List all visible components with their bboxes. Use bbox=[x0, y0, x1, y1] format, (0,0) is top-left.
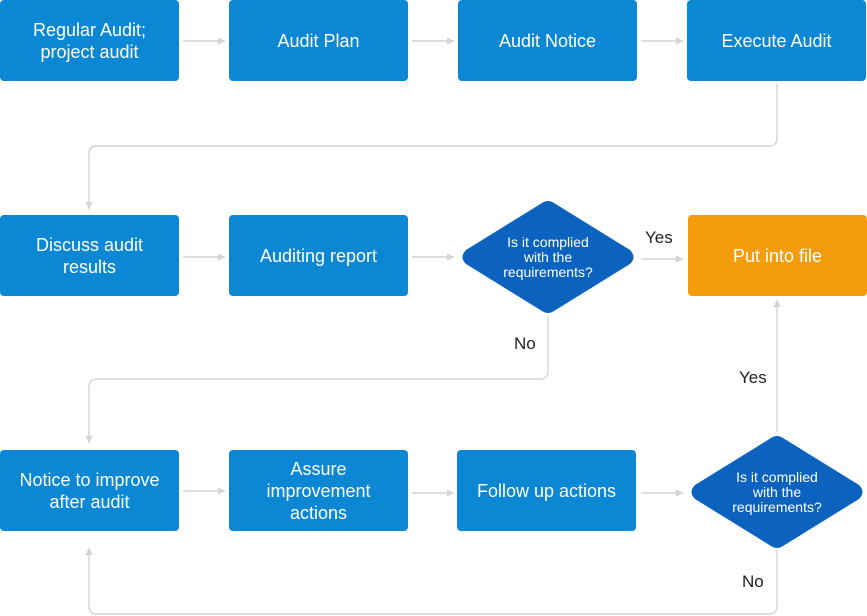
node-follow-up: Follow up actions bbox=[457, 450, 636, 531]
node-execute-audit: Execute Audit bbox=[687, 0, 866, 81]
node-audit-notice: Audit Notice bbox=[458, 0, 637, 81]
connector-execute-audit-to-discuss-results bbox=[85, 84, 778, 210]
connector-decision-1-no-to-notice-improve bbox=[85, 316, 549, 444]
node-discuss-results: Discuss audit results bbox=[0, 215, 179, 296]
decision-2: Is it complied with the requirements? bbox=[691, 436, 863, 548]
label-decision-2-yes: Yes bbox=[739, 368, 767, 387]
label-decision-1-yes: Yes bbox=[645, 228, 673, 247]
decision-1-label: Is it complied with the requirements? bbox=[503, 233, 593, 280]
node-notice-improve: Notice to improve after audit bbox=[0, 450, 179, 531]
decision-2-label: Is it complied with the requirements? bbox=[732, 468, 822, 515]
label-decision-1-no: No bbox=[514, 334, 536, 353]
node-auditing-report: Auditing report bbox=[229, 215, 408, 296]
label-decision-2-no: No bbox=[742, 572, 764, 591]
node-put-into-file: Put into file bbox=[688, 215, 867, 296]
decision-1: Is it complied with the requirements? bbox=[462, 201, 634, 313]
connector-decision-2-no-to-notice-improve bbox=[85, 547, 778, 615]
node-regular-audit: Regular Audit; project audit bbox=[0, 0, 179, 81]
node-assure-improvement: Assure improvement actions bbox=[229, 450, 408, 531]
node-audit-plan: Audit Plan bbox=[229, 0, 408, 81]
decision-2-shape bbox=[691, 436, 863, 548]
decision-1-shape bbox=[462, 201, 634, 313]
